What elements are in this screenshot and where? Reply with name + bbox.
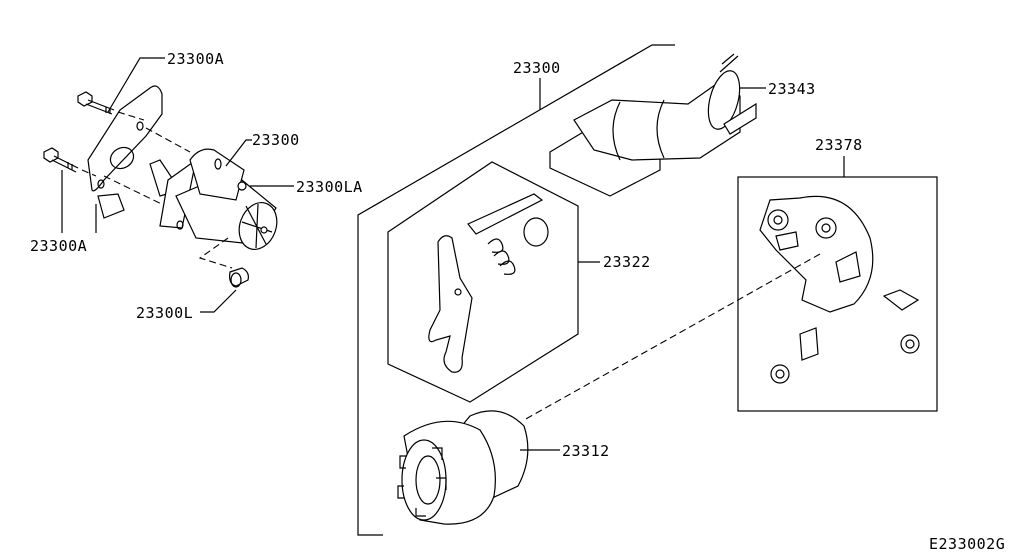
solenoid-part [549, 53, 757, 197]
label-23300A-upper: 23300A [167, 50, 224, 68]
cap-part [229, 267, 249, 288]
label-23300-assembly: 23300 [513, 59, 561, 77]
label-23300-starter: 23300 [252, 131, 300, 149]
leader-bolt-upper [107, 57, 165, 113]
bolt-upper-part [77, 91, 115, 115]
brush-holder-box [737, 176, 938, 412]
label-23312: 23312 [562, 442, 610, 460]
figure-code: E233002G [929, 535, 1005, 553]
alignment-line [523, 253, 821, 421]
mounting-bracket-part [87, 85, 163, 219]
lever-kit-parts [428, 193, 549, 373]
label-23343: 23343 [768, 80, 816, 98]
bolt-lower-part [43, 147, 79, 173]
assembly-bracket [357, 44, 675, 536]
label-23322: 23322 [603, 253, 651, 271]
label-23300L: 23300L [136, 304, 193, 322]
label-23300LA: 23300LA [296, 178, 363, 196]
leader-cap [200, 289, 237, 313]
label-23378: 23378 [815, 136, 863, 154]
label-23300A-lower: 23300A [30, 237, 87, 255]
brush-holder-parts [759, 195, 920, 384]
lever-kit-box [387, 161, 579, 403]
leader-starter [225, 139, 252, 167]
starter-motor-part [149, 148, 278, 250]
pinion-part [397, 410, 529, 525]
